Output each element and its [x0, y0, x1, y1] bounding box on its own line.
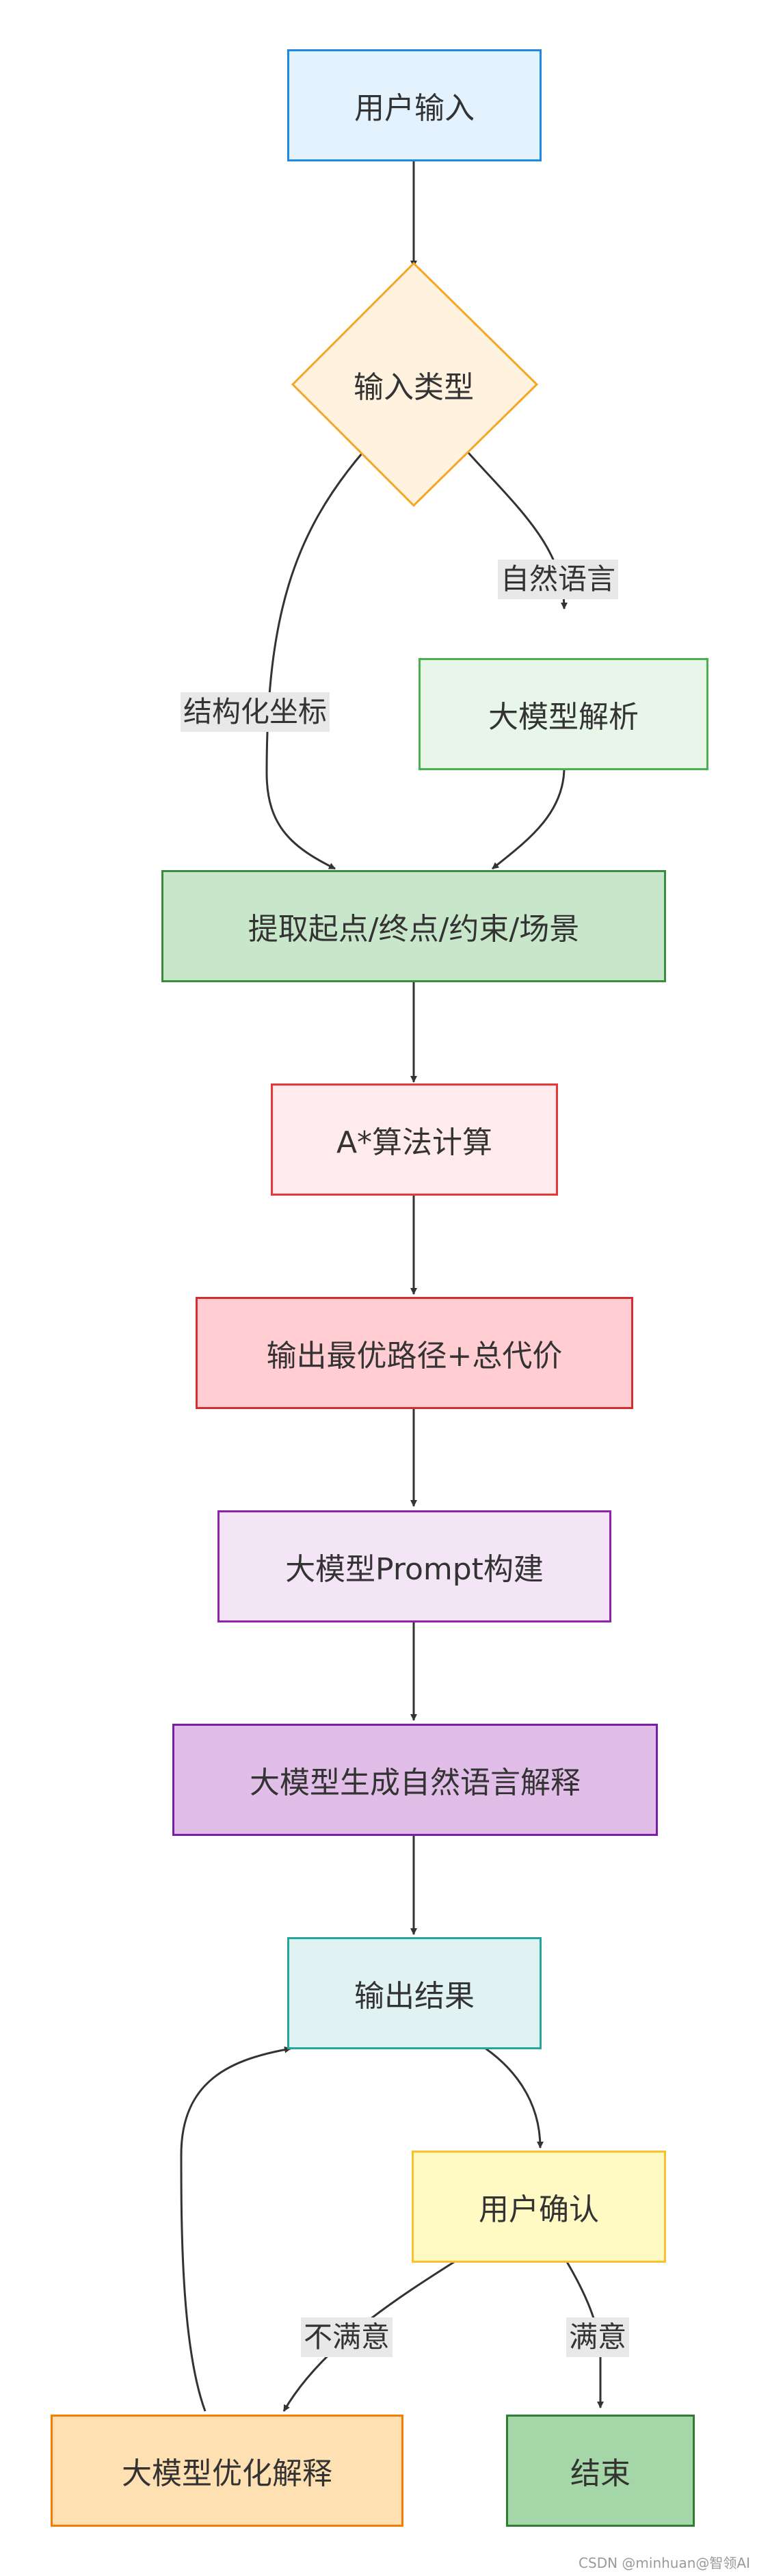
node-llm-parse: 大模型解析	[419, 658, 708, 770]
node-end: 结束	[506, 2415, 695, 2527]
edge-label-natural-language: 自然语言	[498, 560, 619, 599]
edge-label-structured-coords: 结构化坐标	[181, 692, 330, 732]
node-output-result: 输出结果	[287, 1937, 542, 2049]
node-input-type: 输入类型	[354, 370, 474, 405]
edge-label-not-satisfied: 不满意	[301, 2317, 393, 2357]
edge-type-to-extract	[265, 452, 364, 870]
edge-llm-parse-to-extract	[492, 767, 566, 870]
node-user-input: 用户输入	[287, 49, 542, 161]
node-astar: A*算法计算	[271, 1083, 558, 1196]
edge-result-to-confirm	[478, 2042, 544, 2148]
node-output-path: 输出最优路径+总代价	[196, 1297, 633, 1409]
watermark: CSDN @minhuan@智领AI	[579, 2555, 750, 2571]
node-user-confirm: 用户确认	[412, 2151, 666, 2263]
node-llm-optimize: 大模型优化解释	[51, 2415, 403, 2527]
node-llm-explain: 大模型生成自然语言解释	[172, 1724, 658, 1836]
node-prompt-build: 大模型Prompt构建	[217, 1510, 611, 1622]
edge-label-satisfied: 满意	[566, 2317, 630, 2357]
input-type-diamond	[291, 261, 539, 508]
node-extract: 提取起点/终点/约束/场景	[161, 870, 666, 982]
edge-optimize-to-result	[180, 2046, 291, 2412]
